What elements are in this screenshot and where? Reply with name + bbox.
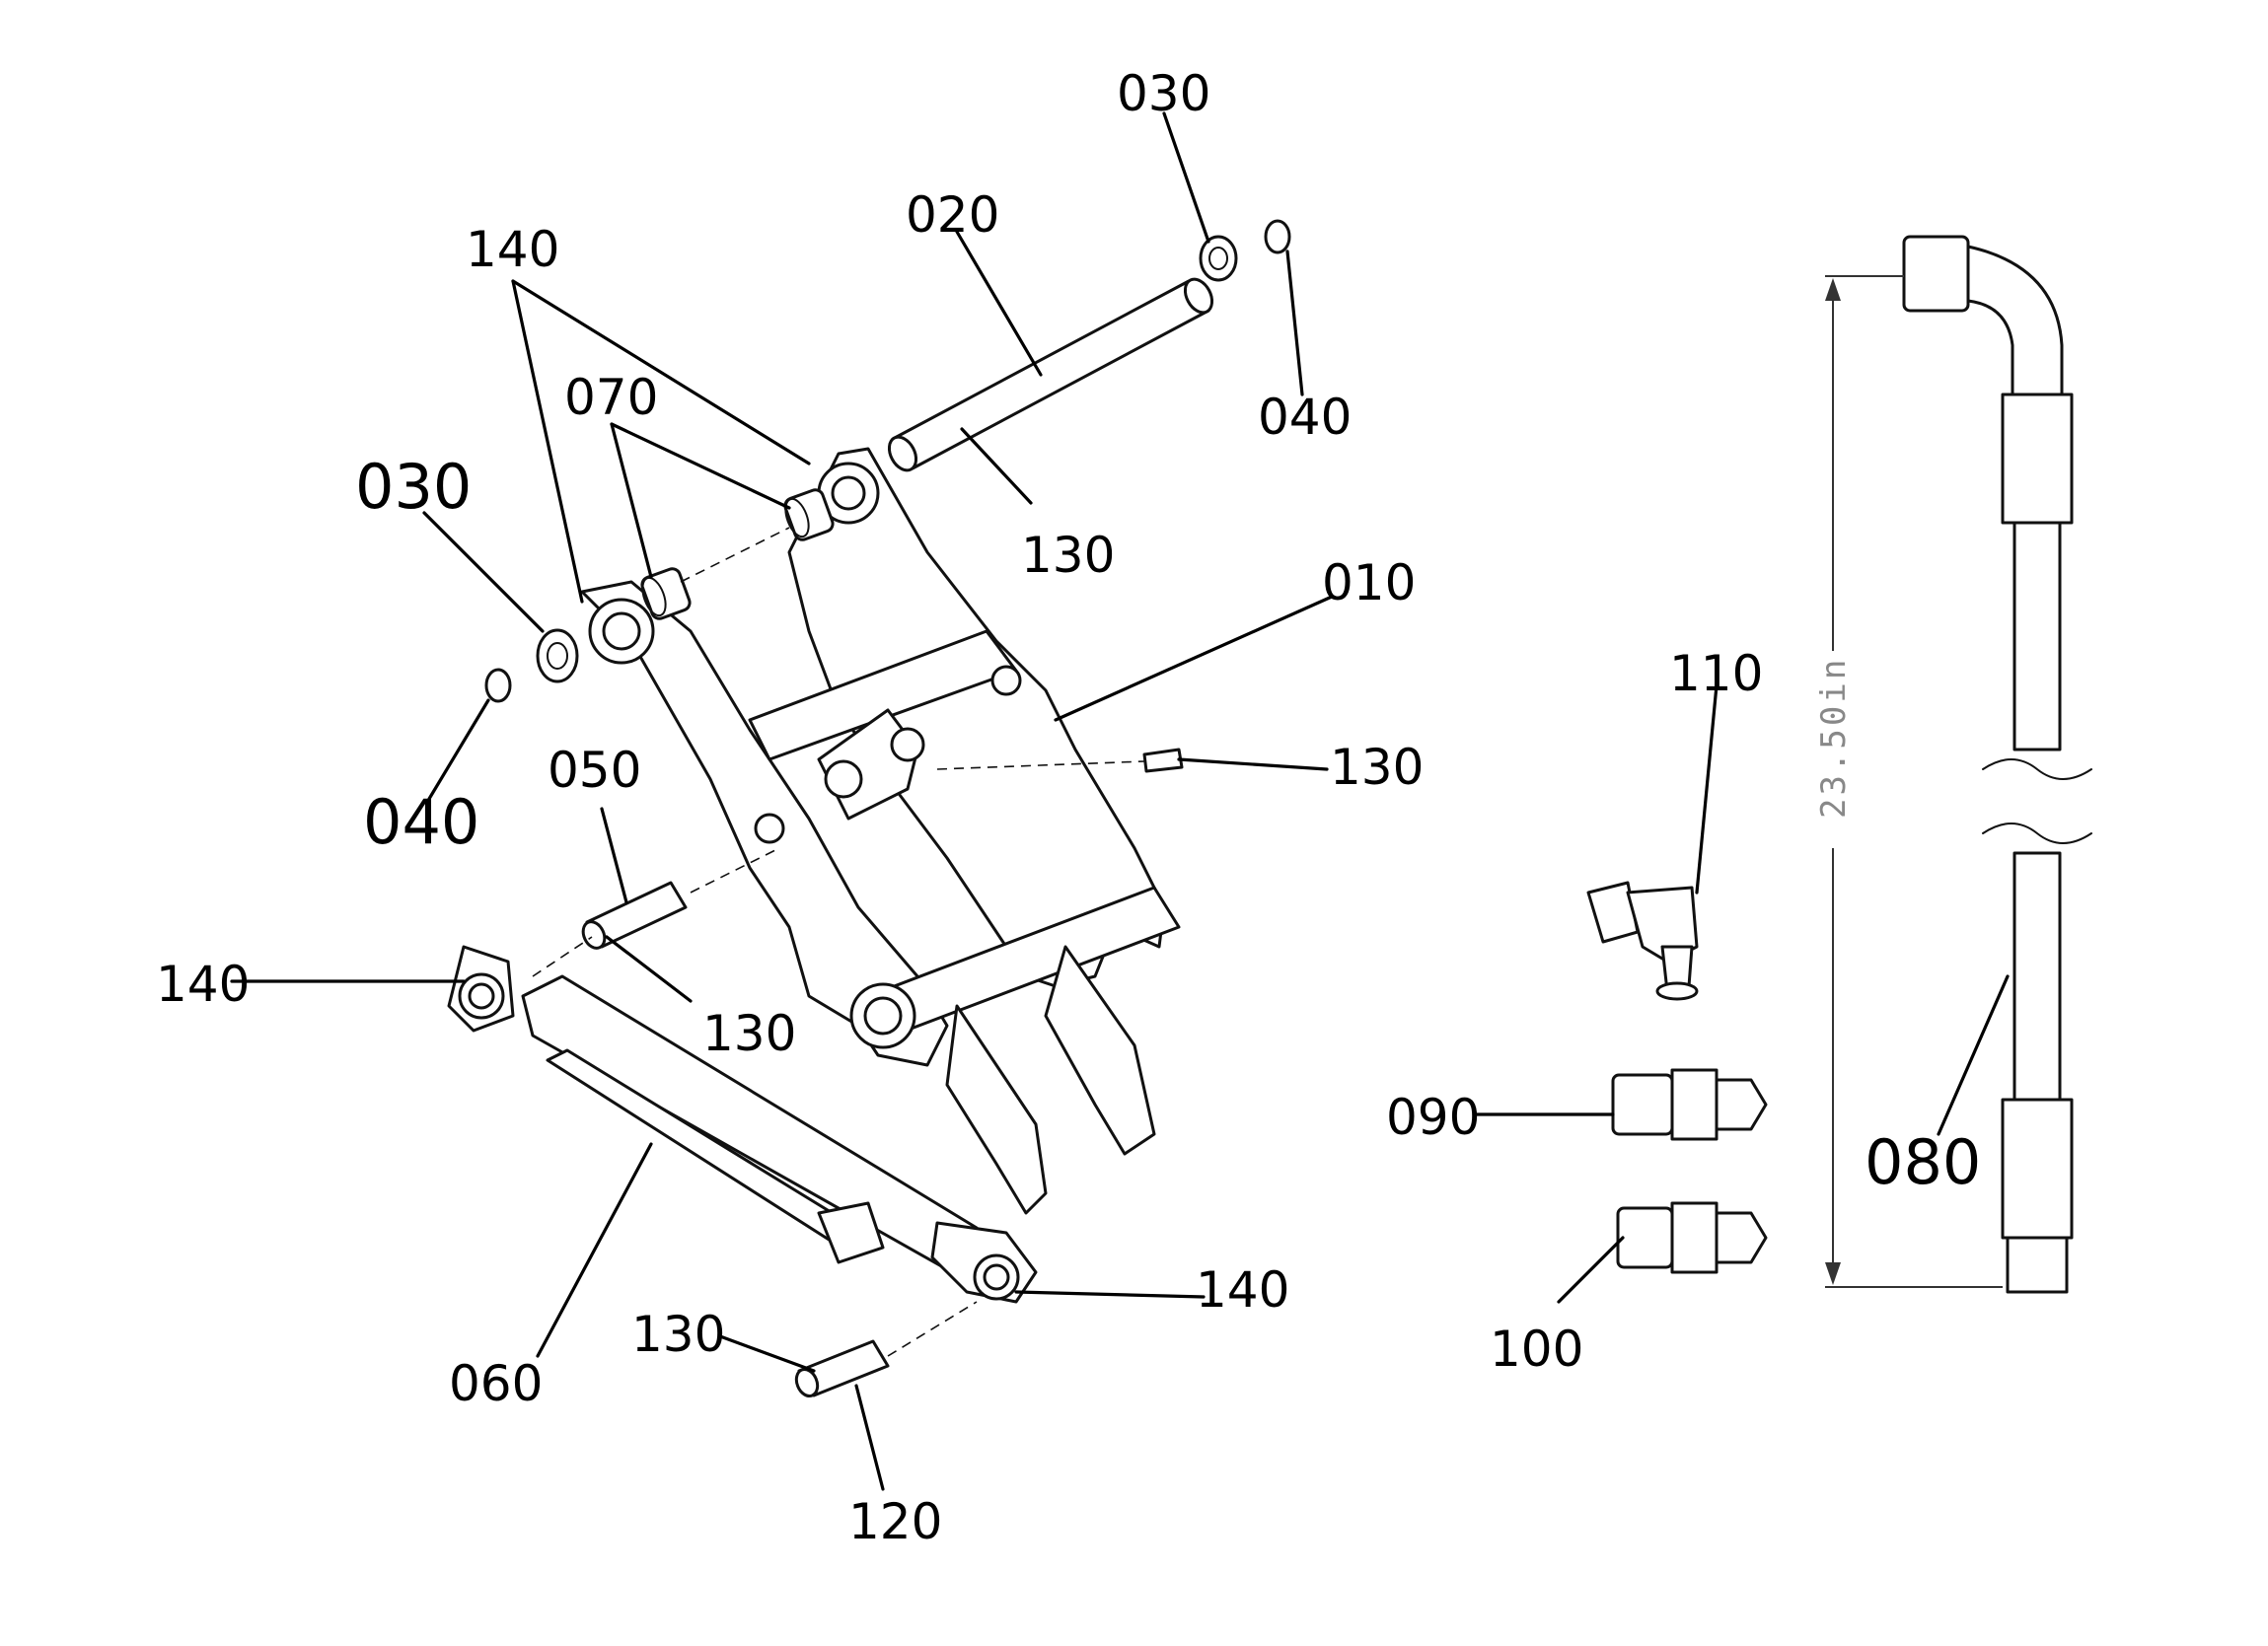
callout-130-top: 130 (1021, 527, 1115, 584)
bushing-070-b (640, 567, 692, 620)
callout-020: 020 (906, 186, 999, 244)
dimension-marker (1825, 275, 2003, 1288)
callout-140-top: 140 (466, 221, 559, 278)
leader-lines (230, 111, 2010, 1491)
callout-060: 060 (449, 1355, 543, 1412)
callout-040-top: 040 (1258, 389, 1352, 446)
washer-030-left (536, 628, 579, 683)
fitting-110-elbow (1586, 881, 1699, 1001)
callout-050: 050 (548, 742, 641, 799)
callout-030-top: 030 (1117, 65, 1210, 122)
callout-110: 110 (1669, 645, 1763, 702)
hose-length-label: 23.50in (1814, 657, 1854, 819)
hydraulic-cylinder (447, 945, 1038, 1304)
callout-010: 010 (1322, 554, 1416, 611)
callout-090: 090 (1386, 1089, 1480, 1146)
washer-030-top (1199, 235, 1238, 282)
pin-050 (581, 881, 688, 950)
clip-040-left (484, 668, 512, 703)
bushing-070-a (783, 488, 835, 541)
fitting-100 (1616, 1201, 1768, 1274)
grapple-frame (580, 447, 1181, 1215)
callout-030-left: 030 (355, 451, 472, 523)
roll-pin-130-right (1142, 748, 1184, 773)
top-pin (887, 277, 1214, 472)
callout-130-bottom: 130 (631, 1306, 725, 1363)
callout-080: 080 (1865, 1126, 1981, 1198)
fitting-090 (1611, 1068, 1768, 1141)
hose-assembly (1902, 235, 2092, 1294)
callout-070: 070 (564, 369, 658, 426)
pin-120 (794, 1339, 890, 1398)
callout-100: 100 (1490, 1321, 1583, 1378)
callout-120: 120 (848, 1493, 942, 1550)
callout-130-left: 130 (702, 1005, 796, 1062)
clip-040-top (1264, 219, 1291, 254)
callout-140-left: 140 (156, 956, 250, 1013)
callout-040-left: 040 (363, 786, 479, 858)
callout-140-right: 140 (1196, 1261, 1289, 1319)
callout-130-mid: 130 (1330, 739, 1424, 796)
